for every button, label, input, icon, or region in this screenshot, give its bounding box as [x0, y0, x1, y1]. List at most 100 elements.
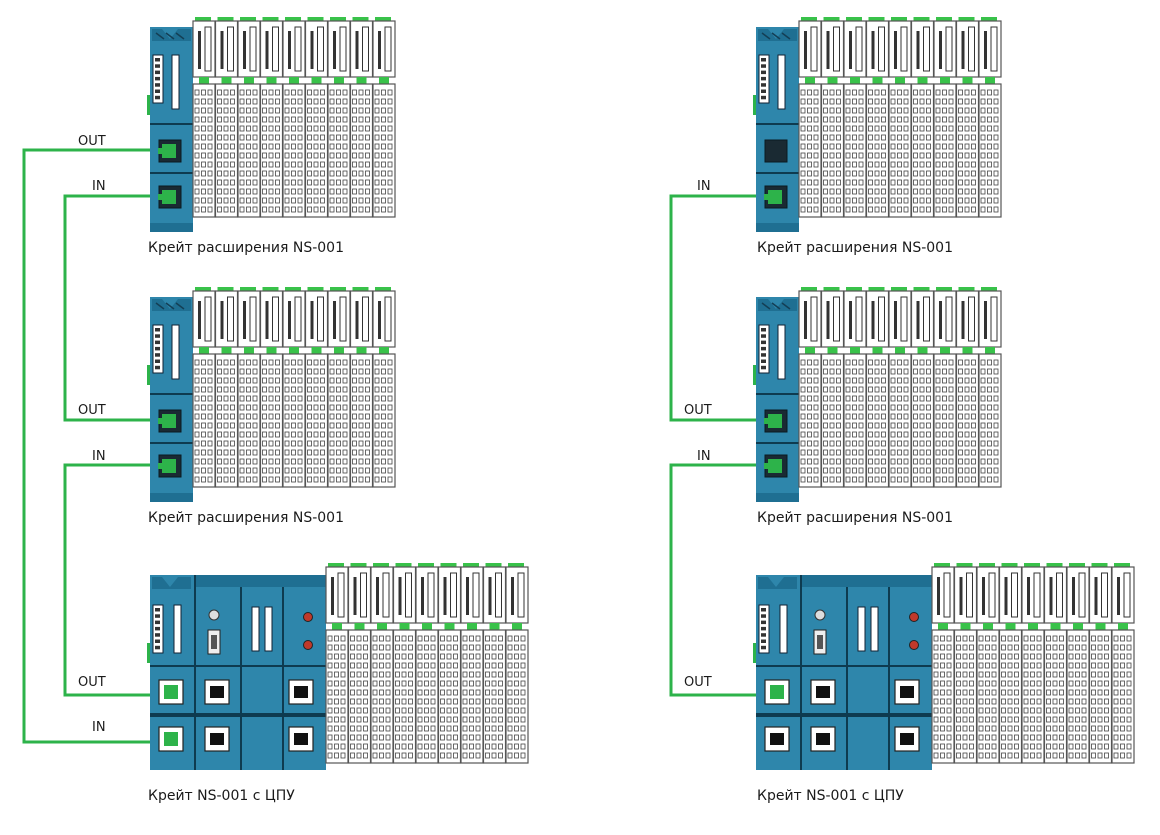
io-window: [968, 26, 975, 72]
head-bottom: [150, 493, 193, 502]
terminal-hole: [313, 107, 319, 114]
terminal-hole: [424, 635, 429, 642]
terminal-hole: [291, 206, 296, 213]
terminal-hole: [1007, 743, 1013, 750]
terminal-hole: [890, 98, 896, 105]
terminal-hole: [408, 716, 413, 723]
dip-lever: [155, 620, 160, 625]
terminal-hole: [329, 152, 335, 159]
terminal-hole: [207, 143, 213, 150]
terminal-hole: [440, 725, 445, 732]
io-status-led: [960, 623, 971, 630]
terminal-hole: [374, 368, 380, 375]
io-window: [833, 26, 840, 72]
terminal-hole: [387, 188, 393, 195]
terminal-hole: [485, 680, 490, 687]
terminal-hole: [858, 170, 864, 177]
terminal-hole: [381, 116, 386, 123]
terminal-hole: [201, 161, 206, 168]
terminal-hole: [1120, 689, 1125, 696]
terminal-hole: [1052, 734, 1058, 741]
terminal-hole: [1091, 680, 1096, 687]
io-top-clip: [936, 287, 952, 292]
terminal-hole: [852, 458, 857, 465]
terminal-hole: [1036, 734, 1042, 741]
terminal-hole: [336, 395, 341, 402]
terminal-hole: [940, 635, 945, 642]
ethernet-port-out[interactable]: [764, 409, 788, 433]
terminal-hole: [307, 98, 312, 105]
plug-tail: [764, 194, 772, 200]
dip-lever: [761, 626, 766, 631]
terminal-hole: [239, 458, 245, 465]
terminal-hole: [424, 752, 429, 759]
terminal-hole: [252, 179, 258, 186]
terminal-hole: [823, 404, 828, 411]
terminal-hole: [374, 467, 380, 474]
io-top-clip: [1001, 563, 1018, 568]
terminal-hole: [408, 635, 413, 642]
io-window: [362, 296, 369, 342]
left-crate-top: [147, 17, 396, 232]
terminal-hole: [507, 725, 513, 732]
io-module: [798, 17, 822, 218]
terminal-hole: [417, 644, 423, 651]
terminal-hole: [336, 368, 341, 375]
terminal-hole: [845, 368, 851, 375]
io-window: [1078, 572, 1086, 618]
terminal-hole: [401, 671, 407, 678]
terminal-hole: [836, 125, 841, 132]
io-window: [968, 296, 975, 342]
io-window: [360, 572, 367, 618]
terminal-hole: [807, 377, 812, 384]
terminal-hole: [829, 143, 835, 150]
terminal-hole: [800, 359, 806, 366]
terminal-hole: [962, 734, 968, 741]
terminal-hole: [881, 179, 886, 186]
terminal-hole: [358, 143, 364, 150]
terminal-hole: [881, 125, 886, 132]
terminal-hole: [956, 671, 961, 678]
terminal-hole: [868, 125, 873, 132]
io-window: [923, 26, 930, 72]
head-vent-lines: [155, 302, 185, 310]
terminal-hole: [297, 467, 303, 474]
terminal-hole: [372, 662, 378, 669]
terminal-hole: [485, 644, 490, 651]
terminal-hole: [275, 368, 280, 375]
terminal-hole: [387, 386, 393, 393]
terminal-hole: [507, 743, 513, 750]
ethernet-port-in[interactable]: [158, 185, 182, 209]
terminal-hole: [252, 161, 258, 168]
terminal-hole: [207, 125, 213, 132]
terminal-hole: [424, 716, 429, 723]
terminal-hole: [340, 716, 346, 723]
terminal-hole: [1126, 725, 1132, 732]
right-crate-cpu-caption: Крейт NS-001 с ЦПУ: [757, 788, 904, 804]
io-module: [865, 17, 890, 218]
terminal-hole: [417, 743, 423, 750]
terminal-hole: [320, 161, 325, 168]
terminal-hole: [829, 89, 835, 96]
terminal-hole: [987, 449, 992, 456]
ethernet-port-in[interactable]: [158, 454, 182, 478]
terminal-hole: [1120, 734, 1125, 741]
ethernet-port-in[interactable]: [764, 185, 788, 209]
terminal-hole: [926, 359, 931, 366]
dip-lever: [761, 359, 766, 363]
terminal-hole: [252, 368, 258, 375]
ethernet-port-in[interactable]: [764, 454, 788, 478]
terminal-hole: [363, 698, 368, 705]
terminal-hole: [980, 476, 986, 483]
terminal-hole: [401, 644, 407, 651]
terminal-hole: [291, 431, 296, 438]
ethernet-port-out[interactable]: [158, 139, 182, 163]
ethernet-port-out[interactable]: [158, 409, 182, 433]
terminal-hole: [284, 467, 290, 474]
terminal-hole: [852, 431, 857, 438]
terminal-hole: [940, 653, 945, 660]
terminal-hole: [940, 716, 945, 723]
io-head: [349, 20, 374, 78]
terminal-hole: [223, 458, 229, 465]
terminal-hole: [313, 431, 319, 438]
